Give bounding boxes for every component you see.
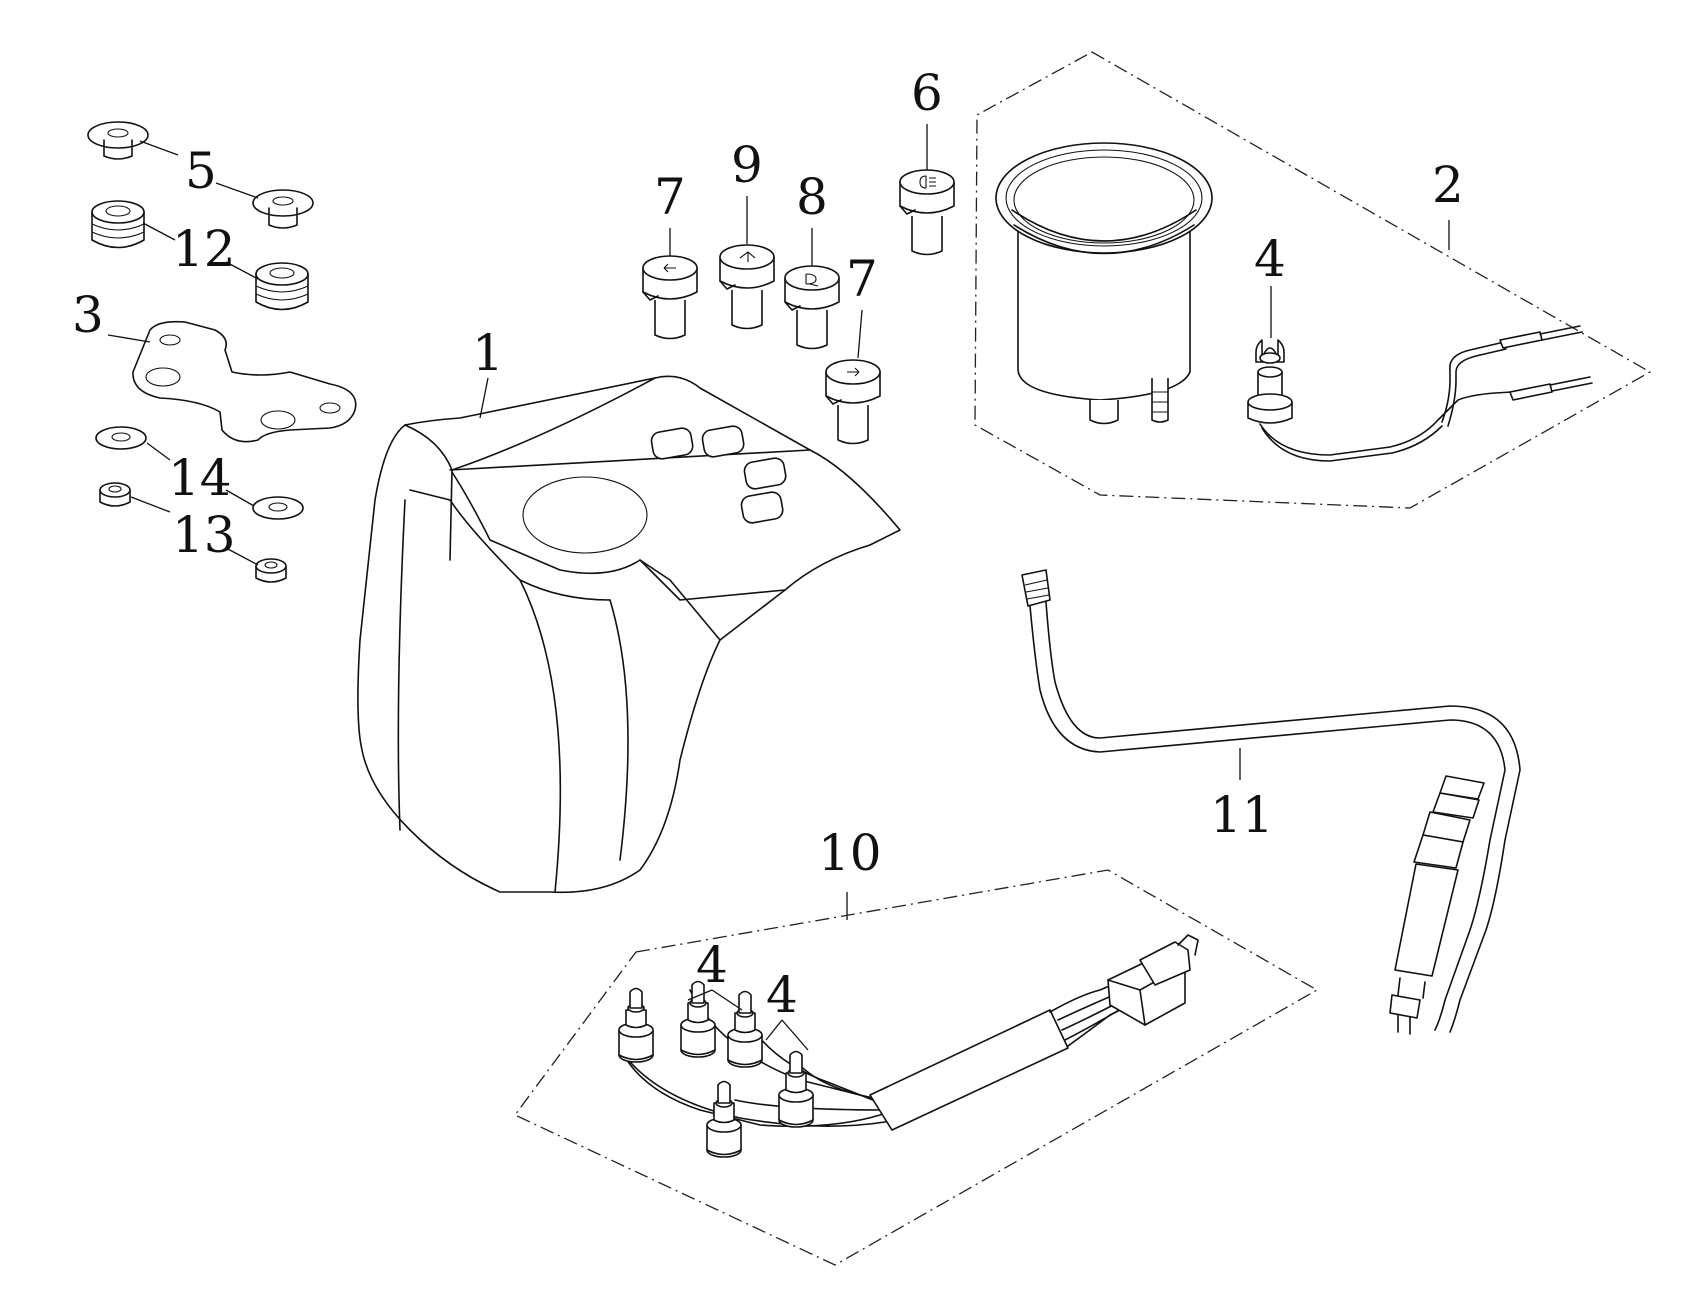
indicator-lens-7b xyxy=(825,359,881,445)
callout-5: 5 xyxy=(185,142,217,200)
callout-13: 13 xyxy=(172,506,236,564)
speedometer-cable-11 xyxy=(1021,569,1521,1035)
callout-labels: 1 2 3 4 4 4 5 6 7 7 8 9 10 11 12 13 14 xyxy=(72,64,1464,1024)
bulb-socket-4f xyxy=(706,1080,742,1158)
bulb-socket-4d xyxy=(727,990,763,1068)
speedometer-2 xyxy=(995,142,1213,425)
mounting-bracket-3 xyxy=(132,320,357,443)
wire-harness-10 xyxy=(619,934,1199,1131)
nut-13a xyxy=(99,482,131,507)
grommet-12b xyxy=(255,262,309,311)
callout-11: 11 xyxy=(1210,786,1274,844)
callout-9: 9 xyxy=(731,136,763,194)
callout-14: 14 xyxy=(168,449,232,507)
indicator-lens-7a xyxy=(642,255,698,340)
washer-14b xyxy=(252,496,304,520)
indicator-lens-6 xyxy=(899,169,955,256)
callout-4-speedometer: 4 xyxy=(1254,230,1286,288)
callout-1: 1 xyxy=(472,324,504,382)
callout-3: 3 xyxy=(72,286,104,344)
washer-14a xyxy=(95,426,147,450)
leader-lines xyxy=(107,124,1450,1051)
callout-12: 12 xyxy=(172,220,236,278)
rubber-bushing-5a xyxy=(87,121,149,160)
callout-7-left: 7 xyxy=(654,168,686,226)
nut-13b xyxy=(255,558,287,583)
callout-6: 6 xyxy=(911,64,943,122)
bulb-socket-4b xyxy=(618,987,654,1063)
callout-2: 2 xyxy=(1432,156,1464,214)
callout-7-right: 7 xyxy=(846,250,878,308)
callout-8: 8 xyxy=(796,168,828,226)
indicator-lens-8 xyxy=(784,265,840,350)
bulb-socket-4e xyxy=(778,1050,814,1128)
indicator-lens-9 xyxy=(719,244,775,330)
callout-10: 10 xyxy=(818,824,882,882)
callout-4-harness-left: 4 xyxy=(696,936,728,994)
grommet-12a xyxy=(91,200,145,249)
bulb-socket-4a xyxy=(1247,325,1593,462)
bulb-socket-4c xyxy=(680,980,716,1058)
meter-cover-1 xyxy=(357,375,901,894)
rubber-bushing-5b xyxy=(252,189,314,229)
callout-4-harness-right: 4 xyxy=(766,966,798,1024)
assembly-boundary-2 xyxy=(974,51,1652,509)
assembly-boundary-10 xyxy=(514,869,1319,1266)
